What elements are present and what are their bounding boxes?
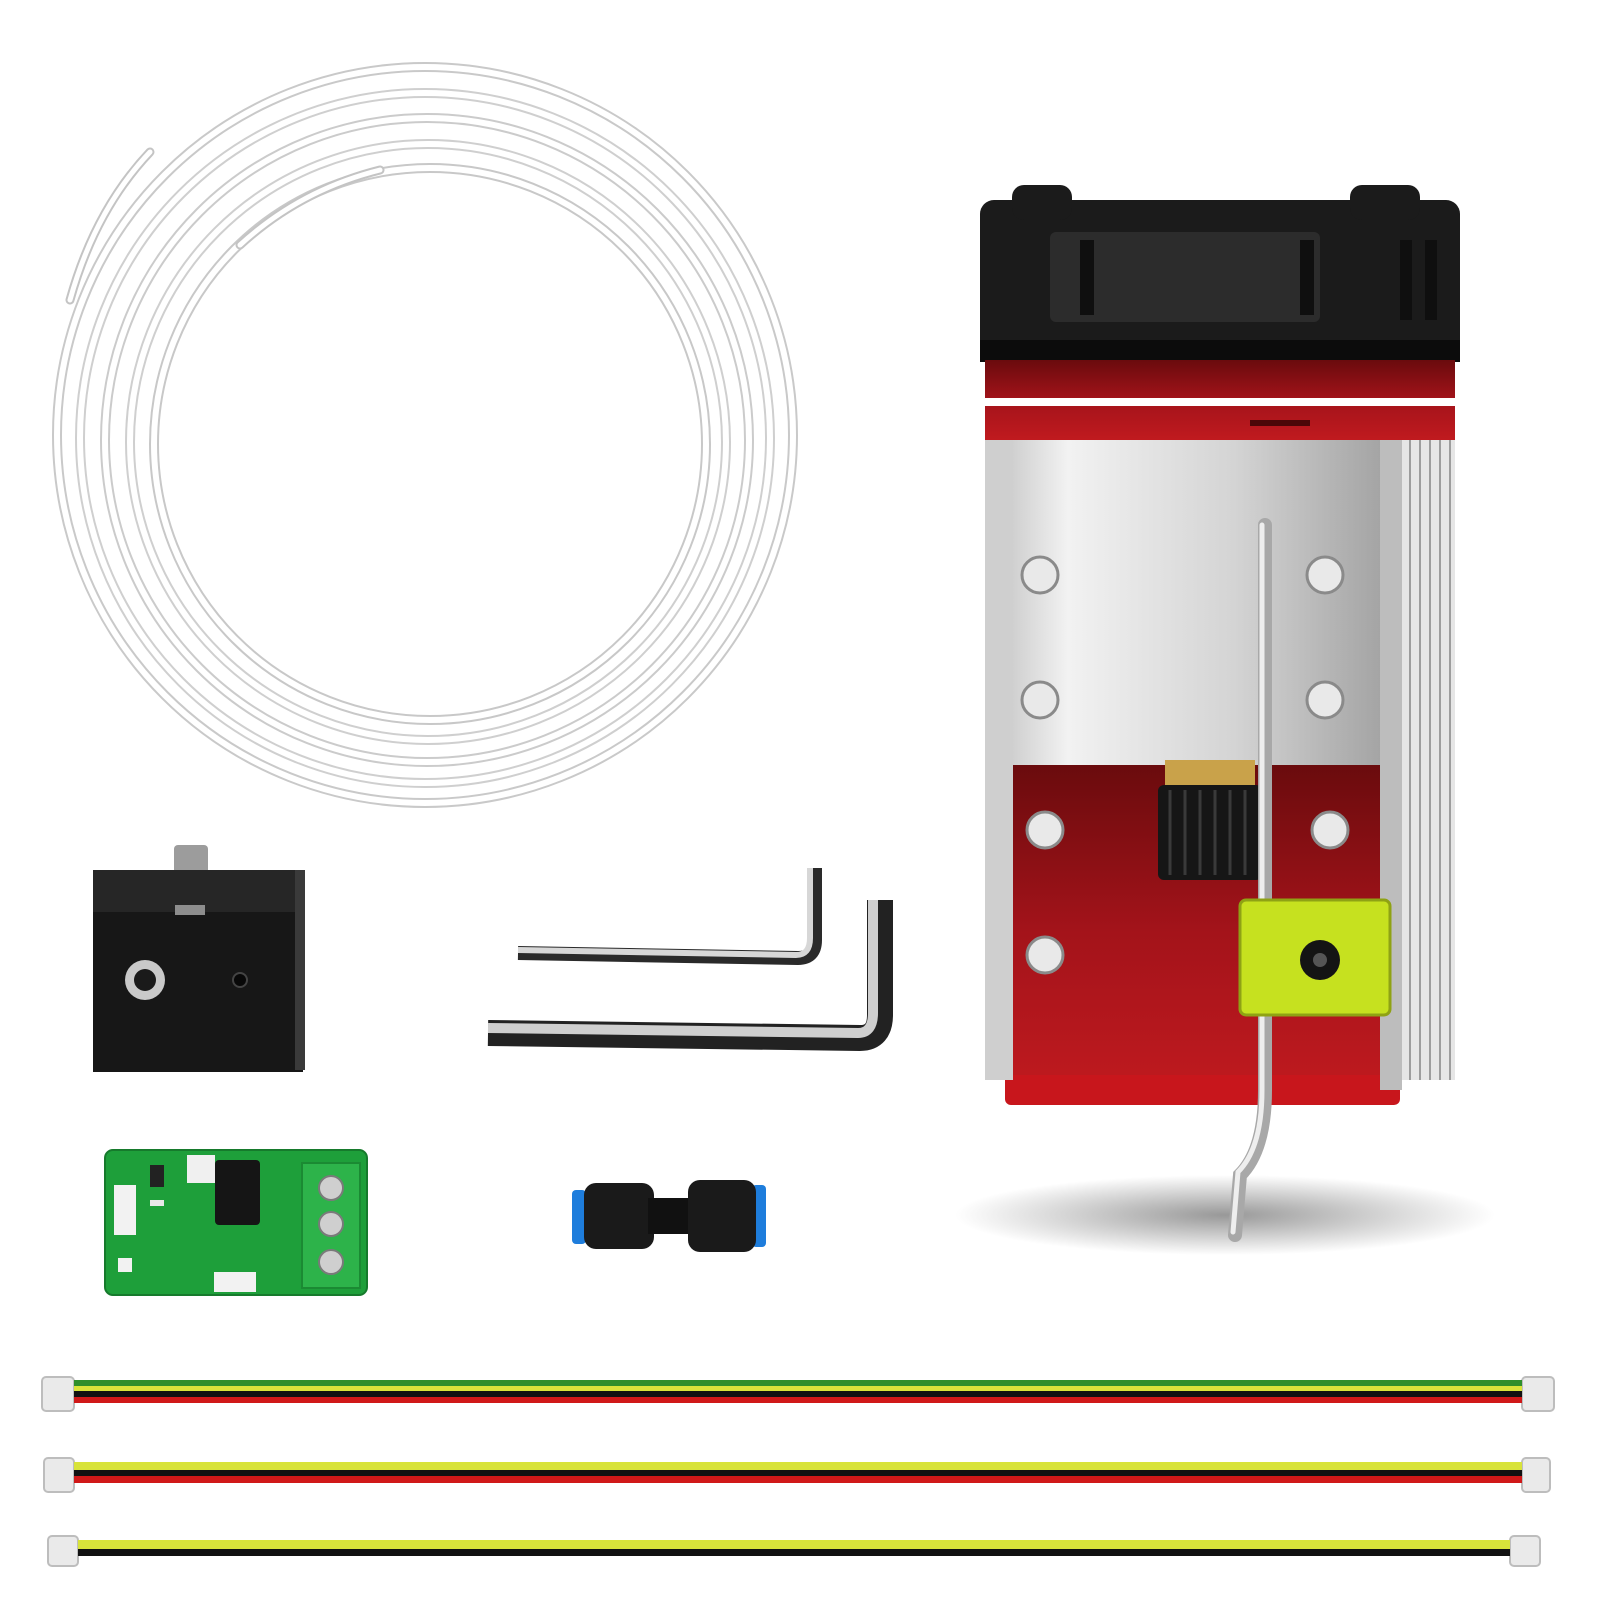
screw-icons (1020, 555, 1350, 975)
cable-icon (47, 1535, 1541, 1567)
tube-coil-icon (52, 62, 798, 808)
hex-key-icon (487, 900, 893, 1051)
cable-icon (41, 1376, 1555, 1412)
push-fitting-icon (572, 1180, 766, 1252)
cooling-fan-icon (980, 185, 1460, 362)
laser-module-icon (955, 185, 1495, 1255)
cable-icon (43, 1457, 1551, 1493)
hex-key-icon (517, 868, 822, 965)
circuit-board-icon (104, 1149, 368, 1296)
heatsink-fins (1400, 440, 1455, 1080)
mount-block-icon (93, 845, 305, 1072)
